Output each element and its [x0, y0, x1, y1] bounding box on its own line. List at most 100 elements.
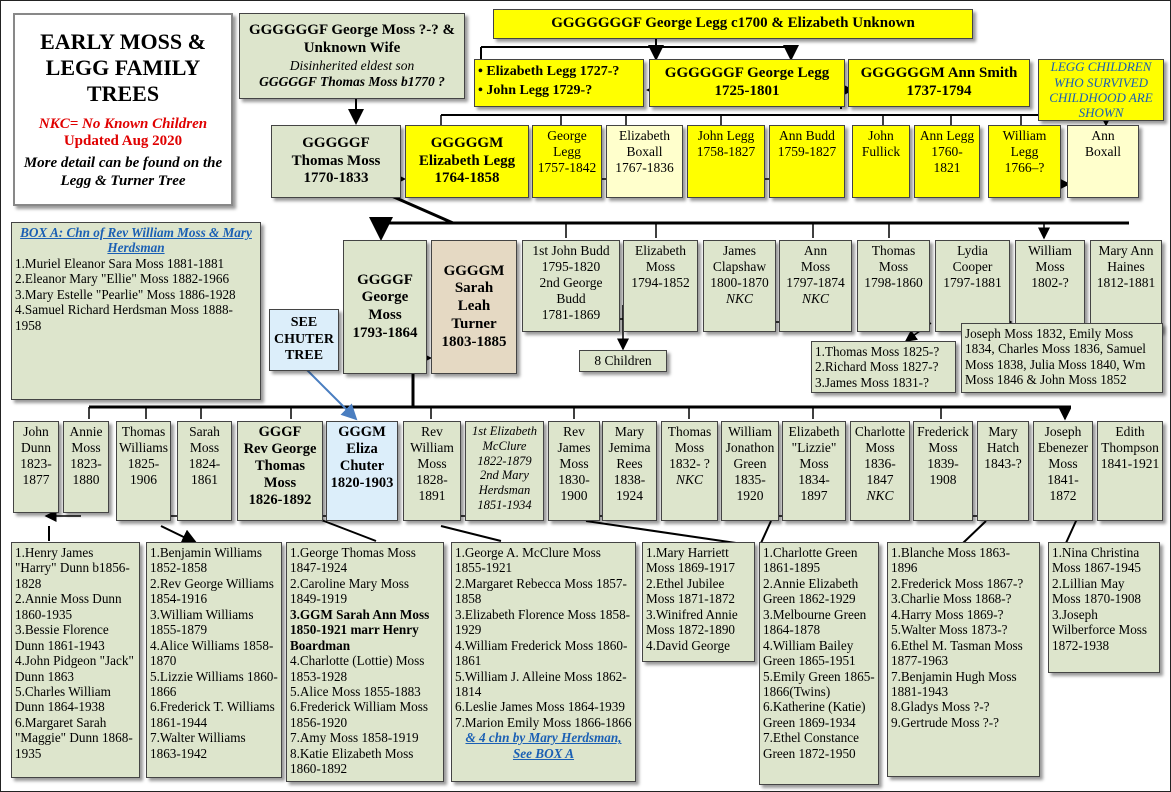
nkc-badge: NKC [675, 471, 703, 487]
list-item: 8.Gladys Moss ?-? [891, 699, 990, 715]
gen4-sarah-moss: Sarah Moss 1824- 1861 [177, 421, 232, 521]
list-item: 6.Margaret Sarah "Maggie" Dunn 1868-1935 [15, 714, 133, 761]
list-item: 5.Walter Moss 1873-? [891, 622, 1008, 638]
gen3-william-moss: William Moss 1802-? [1015, 240, 1085, 332]
list-item: 5.Emily Green 1865-1866(Twins) [763, 668, 875, 699]
list-item: 2.Annie Elizabeth Green 1862-1929 [763, 575, 859, 607]
gen2-george-legg: George Legg 1757-1842 [532, 125, 602, 198]
list-item: 7.Walter Williams 1863-1942 [150, 730, 246, 761]
gen3-sarah-turner: GGGGM Sarah Leah Turner 1803-1885 [431, 240, 517, 374]
list-item: 3.Mary Estelle "Pearlie" Moss 1886-1928 [15, 286, 236, 302]
list-item: 4.William Bailey Green 1865-1951 [763, 637, 856, 669]
gen3-john-budd: 1st John Budd 1795-1820 [532, 243, 610, 274]
page-title: EARLY MOSS & LEGG FAMILY TREES [40, 28, 206, 107]
list-item: 1.Mary Harriett Moss 1869-1917 [646, 545, 736, 576]
george-moss-son: GGGGGF Thomas Moss b1770 ? [259, 73, 445, 89]
list-item: 2.Eleanor Mary "Ellie" Moss 1882-1966 [15, 271, 230, 287]
list-item: 1.George A. McClure Moss 1855-1921 [455, 545, 601, 576]
list-item: 2.Richard Moss 1827-? [815, 359, 939, 375]
gen4-mary-jemima-rees: Mary Jemima Rees 1838- 1924 [602, 421, 657, 521]
list-item: 2.Caroline Mary Moss 1849-1919 [290, 575, 410, 607]
list-item: 4.Harry Moss 1869-? [891, 606, 1004, 622]
gen4-thomas-williams: Thomas Williams 1825- 1906 [116, 421, 171, 521]
gen4-annie-moss: Annie Moss 1823- 1880 [63, 421, 109, 513]
list-item: 4.William Frederick Moss 1860-1861 [455, 637, 628, 669]
eight-children-box: 8 Children [579, 350, 667, 372]
gen4-eliza-chuter: GGGM Eliza Chuter 1820-1903 [326, 421, 398, 521]
list-item: 7.Benjamin Hugh Moss 1881-1943 [891, 668, 1017, 699]
list-item: 5.William J. Alleine Moss 1862-1814 [455, 668, 627, 699]
box-a-reference: & 4 chn by Mary Herdsman, See BOX A [465, 730, 622, 761]
gen3-ann-text: Ann Moss 1797-1874 [786, 243, 845, 290]
list-item: 1.Henry James "Harry" Dunn b1856-1828 [15, 545, 130, 591]
list-item: 3.Joseph Wilberforce Moss 1872-1938 [1052, 606, 1148, 653]
gen2-john-legg: John Legg 1758-1827 [687, 125, 765, 198]
gen4-edith-thompson: Edith Thompson 1841-1921 [1097, 421, 1163, 521]
gen5-joseph-children: 1.Nina Christina Moss 1867-1945 2.Lillia… [1048, 542, 1160, 673]
list-item: 6.Frederick T. Williams 1861-1944 [150, 699, 275, 730]
gen2-ann-boxall: Ann Boxall [1067, 125, 1139, 198]
list-item: 9.Gertrude Moss ?-? [891, 714, 1000, 730]
list-item: 5.Lizzie Williams 1860-1866 [150, 668, 278, 699]
list-item: 1.Benjamin Williams 1852-1858 [150, 545, 263, 576]
gen4-lizzie-moss: Elizabeth "Lizzie" Moss 1834- 1897 [782, 421, 846, 521]
gen2-william-legg: William Legg 1766–? [988, 125, 1061, 198]
list-item: 4.John Pidgeon "Jack" Dunn 1863 [15, 653, 134, 684]
gen4-charlotte-moss: Charlotte Moss 1836- 1847 NKC [850, 421, 910, 521]
list-item: 8.Katie Elizabeth Moss 1860-1892 [290, 745, 414, 777]
list-item: 4.David George [646, 637, 730, 653]
title-box: EARLY MOSS & LEGG FAMILY TREES NKC= No K… [13, 13, 233, 206]
legg-children-box: • Elizabeth Legg 1727-? • John Legg 1729… [474, 59, 644, 107]
gen4-rev-william-moss: Rev William Moss 1828- 1891 [403, 421, 461, 521]
gen4-frederick-moss: Frederick Moss 1839- 1908 [913, 421, 973, 521]
gen4-thomas-moss: Thomas Moss 1832- ? NKC [661, 421, 718, 521]
gen4-charlotte-text: Charlotte Moss 1836- 1847 [854, 424, 906, 487]
ann-smith-box: GGGGGGM Ann Smith 1737-1794 [848, 59, 1030, 107]
list-item: 1.Blanche Moss 1863-1896 [891, 545, 1011, 576]
list-item: 7.Marion Emily Moss 1866-1866 [455, 714, 632, 730]
list-item: • Elizabeth Legg 1727-? [478, 64, 620, 79]
nkc-badge: NKC [866, 487, 894, 503]
box-a-title: BOX A: Chn of Rev William Moss & Mary He… [20, 225, 252, 256]
gen3-lydia-cooper: Lydia Cooper 1797-1881 [935, 240, 1010, 332]
nkc-legend: NKC= No Known Children [38, 115, 208, 132]
gen4-mcclure-herdsman: 1st Elizabeth McClure 1822-1879 2nd Mary… [465, 421, 544, 521]
list-item: 7.Amy Moss 1858-1919 [290, 730, 419, 746]
gen3-elizabeth-moss: Elizabeth Moss 1794-1852 [623, 240, 698, 332]
list-item: 2.Lillian May Moss 1870-1908 [1052, 575, 1142, 607]
gen3-george-budd: 2nd George Budd 1781-1869 [539, 274, 603, 322]
gen3-budd: 1st John Budd 1795-1820 2nd George Budd … [522, 240, 620, 332]
nkc-badge: NKC [725, 290, 753, 306]
list-item: 6.Leslie James Moss 1864-1939 [455, 699, 625, 715]
list-item: • John Legg 1729-? [478, 83, 593, 99]
list-item: 4.Alice Williams 1858-1870 [150, 637, 274, 669]
gen3-ann-moss: Ann Moss 1797-1874 NKC [779, 240, 852, 332]
george-legg-c1700-box: GGGGGGGF George Legg c1700 & Elizabeth U… [493, 9, 973, 39]
gen2-elizabeth-legg: GGGGGM Elizabeth Legg 1764-1858 [405, 125, 529, 198]
gen4-joseph-moss: Joseph Ebenezer Moss 1841- 1872 [1033, 421, 1093, 521]
list-item: 5.Charles William Dunn 1864-1938 [15, 683, 111, 715]
list-item: 5.Alice Moss 1855-1883 [290, 683, 421, 699]
william-children-box: Joseph Moss 1832, Emily Moss 1834, Charl… [961, 323, 1163, 393]
gen2-john-fullick: John Fullick [852, 125, 910, 198]
gen5-william-children: 1.George A. McClure Moss 1855-1921 2.Mar… [451, 542, 636, 782]
box-a: BOX A: Chn of Rev William Moss & Mary He… [11, 222, 261, 400]
chuter-tree-link[interactable]: SEE CHUTER TREE [269, 309, 339, 371]
gen4-rev-george-thomas-moss: GGGF Rev George Thomas Moss 1826-1892 [237, 421, 323, 521]
list-item: 6.Katherine (Katie) Green 1869-1934 [763, 699, 866, 730]
list-item: 1.Muriel Eleanor Sara Moss 1881-1881 [15, 255, 225, 271]
list-item: 4.Charlotte (Lottie) Moss 1853-1928 [290, 653, 425, 684]
gen4-mary-hatch: Mary Hatch 1843-? [977, 421, 1029, 521]
list-item: 1.Nina Christina Moss 1867-1945 [1052, 545, 1142, 576]
list-item: 2.Frederick Moss 1867-? [891, 575, 1024, 591]
list-item: 2.Ethel Jubilee Moss 1871-1872 [646, 575, 736, 607]
george-moss-box: GGGGGGF George Moss ?-? & Unknown Wife D… [239, 13, 465, 99]
list-item: 2.Rev George Williams 1854-1916 [150, 575, 274, 607]
list-item: 3.GGM Sarah Ann Moss 1850-1921 marr Henr… [290, 606, 430, 653]
gen4-william-green: William Jonathon Green 1835- 1920 [721, 421, 779, 521]
gen2-ann-legg: Ann Legg 1760- 1821 [914, 125, 980, 198]
gen5-green-children: 1.Charlotte Green 1861-1895 2.Annie Eliz… [759, 542, 879, 785]
updated-date: Updated Aug 2020 [63, 133, 183, 150]
thomas-children-box: 1.Thomas Moss 1825-? 2.Richard Moss 1827… [811, 341, 956, 393]
